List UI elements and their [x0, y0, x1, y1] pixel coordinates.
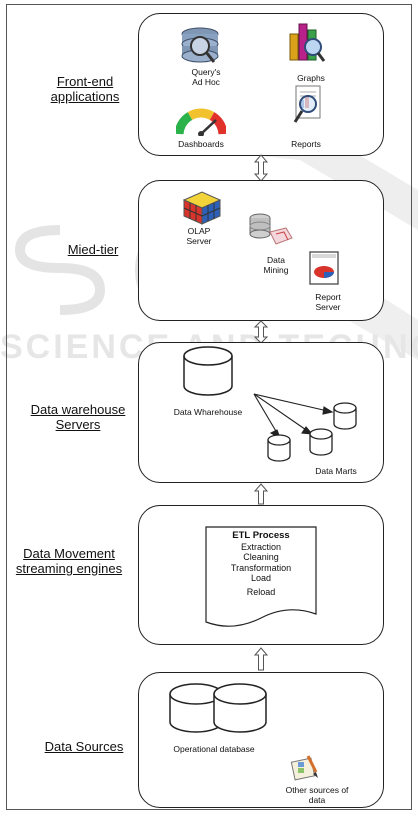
data-mining-label-line2: Mining: [263, 265, 289, 275]
other-sources-label-line2: data: [308, 795, 326, 805]
double-arrow-icon: [253, 154, 269, 182]
dashboards-label: Dashboards: [178, 139, 224, 149]
frontend-label-line1: Front-end: [56, 74, 114, 89]
movement-label: Data Movement streaming engines: [4, 546, 134, 576]
query-database-icon: [181, 27, 219, 63]
etl-step: Transformation: [230, 562, 292, 573]
graphs-label: Graphs: [297, 73, 325, 83]
etl-process-box: ETL Process Extraction Cleaning Transfor…: [206, 530, 316, 597]
data-mining-label-line1: Data: [267, 255, 285, 265]
olap-cube-icon: [182, 191, 222, 225]
etl-step: Cleaning: [243, 552, 279, 562]
dashboard-gauge-icon: [176, 108, 226, 136]
up-arrow-icon: [253, 647, 269, 671]
data-mart-cylinder-icon: [309, 428, 333, 456]
operational-database-label: Operational database: [173, 744, 255, 754]
etl-title: ETL Process: [232, 530, 290, 541]
query-label-line2: Ad Hoc: [192, 77, 220, 87]
data-marts-label: Data Marts: [315, 466, 357, 476]
data-warehouse-label: Data Wharehouse: [173, 407, 243, 417]
operational-database-icon: [169, 683, 267, 733]
etl-document-shape: [205, 526, 317, 627]
report-server-label-line1: Report: [315, 292, 341, 302]
etl-step: Reload: [246, 586, 276, 597]
query-label: Query's Ad Hoc: [186, 67, 226, 87]
warehouse-label: Data warehouse Servers: [22, 402, 134, 432]
frontend-label-line2: applications: [50, 89, 120, 104]
reports-label: Reports: [291, 139, 321, 149]
olap-label-line2: Server: [186, 236, 212, 246]
data-warehouse-cylinder-icon: [183, 346, 233, 396]
data-mining-icon: [249, 213, 293, 245]
data-mart-cylinder-icon: [333, 402, 357, 430]
olap-label-line1: OLAP: [187, 226, 211, 236]
etl-step: Load: [250, 573, 272, 583]
frontend-tier-box: [138, 13, 384, 156]
report-server-label-line2: Server: [315, 302, 341, 312]
reports-icon: [293, 85, 321, 123]
movement-label-line1: Data Movement: [23, 546, 115, 561]
etl-step: Extraction: [240, 541, 282, 552]
query-label-line1: Query's: [191, 67, 221, 77]
other-sources-label-line1: Other sources of: [285, 785, 349, 795]
frontend-label: Front-end applications: [40, 74, 130, 104]
warehouse-label-line2: Servers: [55, 417, 101, 432]
movement-label-line2: streaming engines: [15, 561, 123, 576]
warehouse-diagram: [183, 346, 357, 462]
up-arrow-icon: [253, 483, 269, 505]
report-server-icon: [309, 251, 339, 285]
sources-label: Data Sources: [44, 739, 124, 754]
double-arrow-icon: [253, 320, 269, 344]
other-sources-label: Other sources of data: [272, 785, 362, 805]
data-mining-label: Data Mining: [256, 255, 296, 275]
midtier-box: [138, 180, 384, 321]
olap-label: OLAP Server: [179, 226, 219, 246]
diagram-frame: [6, 4, 412, 810]
other-sources-icon: [290, 755, 318, 781]
graphs-icon: [289, 23, 326, 62]
midtier-label: Mied-tier: [67, 242, 119, 257]
report-server-label: Report Server: [308, 292, 348, 312]
warehouse-label-line1: Data warehouse: [30, 402, 126, 417]
data-mart-cylinder-icon: [267, 434, 291, 462]
